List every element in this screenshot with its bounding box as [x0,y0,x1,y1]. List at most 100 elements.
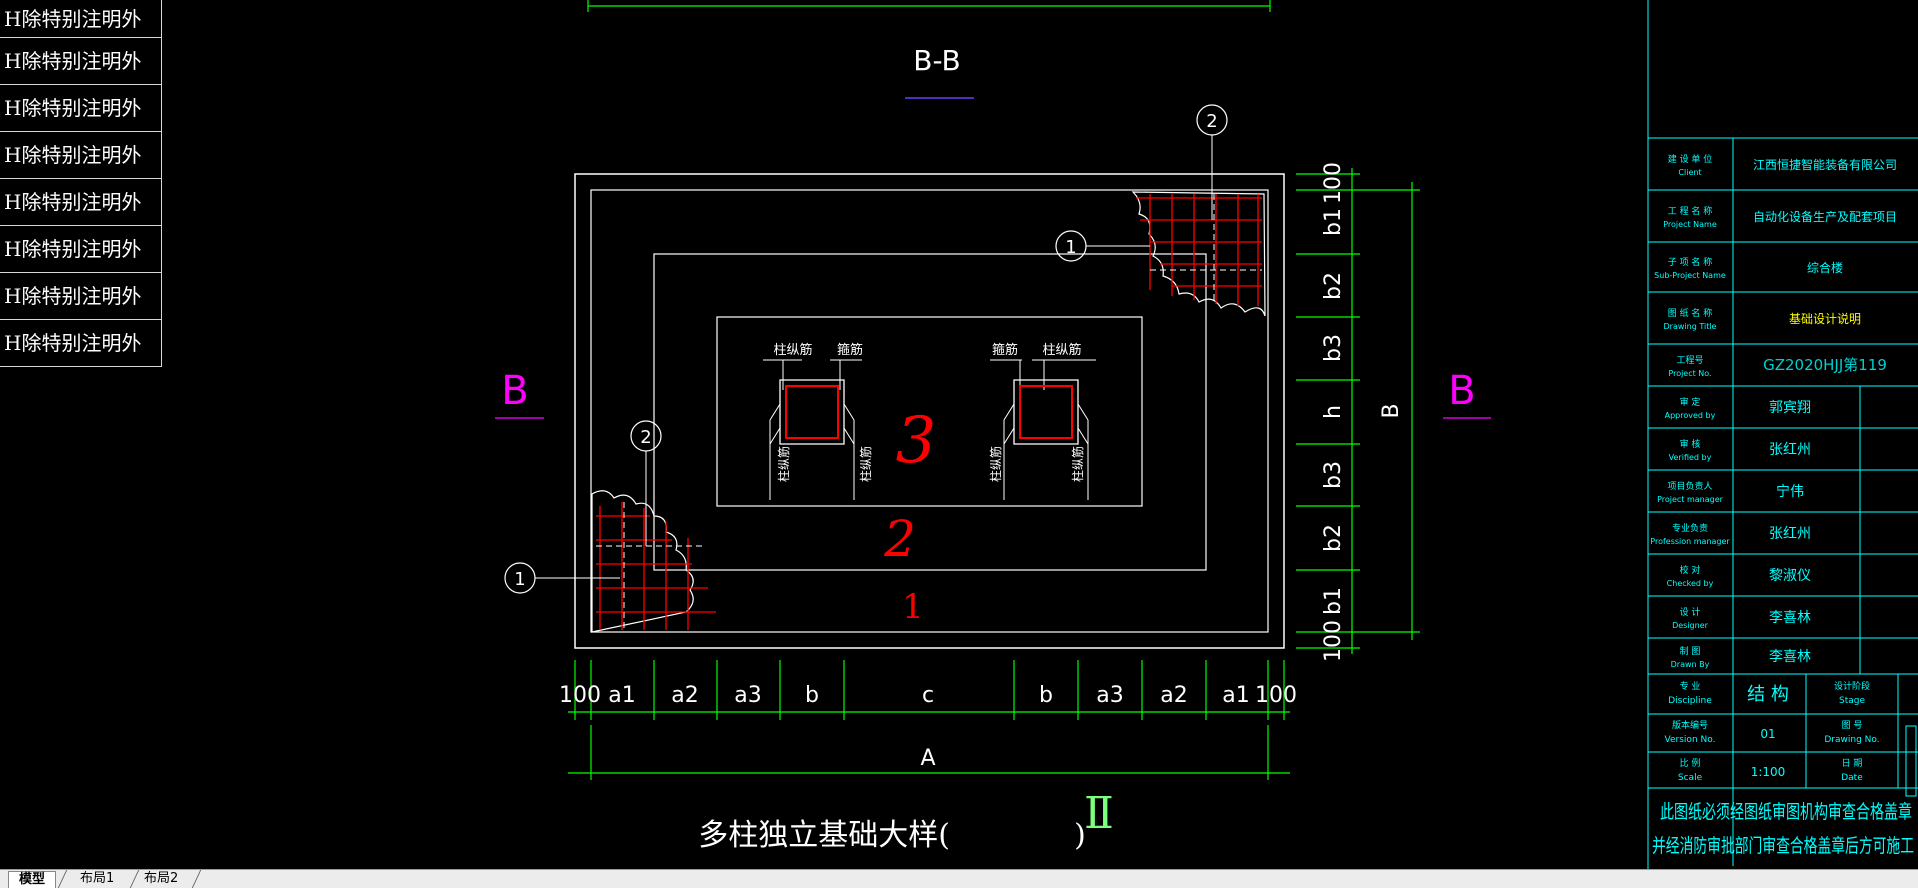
title-block-value: 黎淑仪 [1769,568,1811,584]
note-box-2: H除特别注明外 [0,38,162,85]
tab-layout-1[interactable]: 布局1 [80,871,115,886]
title-block-value: 基础设计说明 [1789,311,1861,326]
title-block-label: 制 图 [1680,645,1701,657]
title-block-value: 综合楼 [1807,260,1843,275]
svg-text:柱纵筋: 柱纵筋 [858,446,873,482]
svg-text:a3: a3 [734,683,761,708]
right-dimension-chain [1296,168,1420,654]
title-block-label: 建 设 单 位 [1668,153,1713,165]
title-block-value: 宁伟 [1776,483,1804,500]
zone-1-mark: 1 [902,587,924,627]
svg-text:Stage: Stage [1839,696,1865,706]
callout-2-top: 2 [1196,104,1228,220]
title-block-label: 子 项 名 称 [1668,256,1713,268]
foundation-detail-drawing: B-B B B [495,0,1918,869]
title-block-value: 张红州 [1769,526,1811,542]
svg-text:b3: b3 [1321,334,1346,362]
title-block-label-en: Approved by [1665,411,1716,420]
svg-text:柱纵筋: 柱纵筋 [1070,446,1085,482]
note-text: H除特别注明外 [4,49,142,73]
note-text: H除特别注明外 [4,143,142,167]
svg-text:100: 100 [1255,683,1297,708]
title-block-row: 专业负责 Profession manager 张红州 [1650,522,1811,546]
zone-2-mark: 2 [883,510,916,568]
title-block-label: 校 对 [1680,564,1701,576]
right-dimension-labels: 100 b1 b2 b3 h b3 b2 b1 100 B [1321,162,1404,662]
note-box-7: H除特别注明外 [0,273,162,320]
svg-text:01: 01 [1760,727,1775,741]
svg-text:Drawing No.: Drawing No. [1824,735,1879,745]
svg-text:箍筋: 箍筋 [837,342,863,358]
tab-separator [191,870,202,888]
svg-text:结 构: 结 构 [1747,684,1789,705]
title-block-row: 审 核 Verified by 张红州 [1669,438,1811,462]
title-block [1647,0,1918,869]
title-block-label: 审 定 [1680,396,1701,408]
svg-text:箍筋: 箍筋 [992,342,1018,358]
title-block-label: 专业负责 [1672,522,1708,534]
svg-text:此图纸必须经图纸审图机构审查合格盖章: 此图纸必须经图纸审图机构审查合格盖章 [1660,801,1912,823]
caption-roman-mark: Ⅱ [1084,788,1114,839]
callout-2-left: 2 [630,420,662,546]
title-block-value: 张红州 [1769,442,1811,458]
svg-text:专 业: 专 业 [1680,680,1701,692]
svg-text:c: c [922,683,934,708]
section-mark-left: B [501,368,528,414]
svg-text:1: 1 [1065,237,1076,258]
title-block-label: 审 核 [1680,438,1701,450]
title-block-value: 李喜林 [1769,649,1811,665]
title-block-label-en: Drawing Title [1664,322,1717,331]
note-box-4: H除特别注明外 [0,132,162,179]
foundation-step-1 [590,189,1269,633]
svg-text:a1: a1 [1222,683,1249,708]
svg-text:Discipline: Discipline [1668,696,1712,706]
title-block-value: 自动化设备生产及配套项目 [1753,210,1897,224]
callout-1-top: 1 [1055,230,1150,262]
foundation-step-3 [716,316,1143,507]
svg-text:Version No.: Version No. [1665,735,1716,745]
svg-text:柱纵筋: 柱纵筋 [776,446,791,482]
note-text: H除特别注明外 [4,6,142,31]
svg-text:设计阶段: 设计阶段 [1834,680,1870,692]
svg-text:柱纵筋: 柱纵筋 [988,446,1003,482]
title-block-label-en: Project manager [1657,495,1724,504]
foundation-outline-outer [574,173,1285,649]
note-text: H除特别注明外 [4,190,142,214]
svg-text:柱纵筋: 柱纵筋 [1042,342,1081,358]
layout-tab-bar: 模型 布局1 布局2 [0,869,1918,888]
title-block-label-en: Profession manager [1650,537,1730,546]
title-block-label-en: Project No. [1668,369,1711,378]
cad-model-space[interactable]: H除特别注明外 H除特别注明外 H除特别注明外 H除特别注明外 H除特别注明外 … [0,0,1918,869]
svg-text:2: 2 [640,427,651,448]
svg-text:100: 100 [1321,162,1346,204]
zone-3-mark: 3 [896,404,937,478]
foundation-step-2 [653,253,1207,571]
title-block-label-en: Drawn By [1671,660,1710,669]
svg-text:2: 2 [1206,111,1217,132]
title-block-row: 制 图 Drawn By 李喜林 [1671,645,1811,669]
note-text: H除特别注明外 [4,331,142,355]
tab-layout-2[interactable]: 布局2 [144,871,179,886]
title-block-label: 设 计 [1680,606,1701,618]
svg-text:b: b [805,683,819,708]
tab-separator [57,870,68,888]
svg-text:b1: b1 [1321,587,1346,615]
callout-1-left: 1 [504,562,620,594]
note-box-5: H除特别注明外 [0,179,162,226]
svg-text:a1: a1 [608,683,635,708]
title-block-value: GZ2020HJJ第119 [1763,356,1887,374]
svg-text:柱纵筋: 柱纵筋 [773,342,812,358]
rebar-detail-bottom-left [591,490,716,633]
title-block-label-en: Verified by [1669,453,1712,462]
svg-text:1:100: 1:100 [1751,765,1786,779]
tab-model[interactable]: 模型 [8,871,57,888]
bottom-dimension-chain [568,660,1290,780]
